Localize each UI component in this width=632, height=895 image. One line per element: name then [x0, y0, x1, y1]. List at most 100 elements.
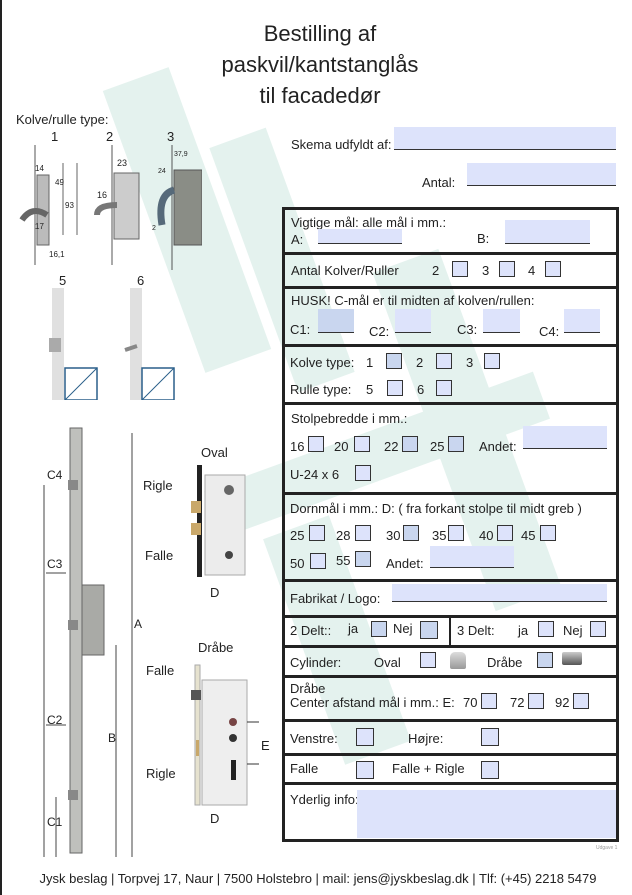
falle-rigle-checkbox[interactable]	[481, 761, 499, 779]
kolve-2-checkbox[interactable]	[436, 353, 452, 369]
title-line: paskvil/kantstanglås	[221, 52, 419, 77]
d-label: D	[210, 585, 220, 600]
info-textarea[interactable]	[357, 790, 616, 838]
option-label: 3	[466, 355, 474, 370]
roller-types-illustration	[49, 288, 175, 400]
option-label: 45	[521, 528, 536, 543]
dim-label: 17	[35, 222, 44, 231]
option-label: 50	[290, 556, 305, 571]
rulle-6-checkbox[interactable]	[436, 380, 452, 396]
count-4-checkbox[interactable]	[545, 261, 561, 277]
option-label: 70	[463, 695, 478, 710]
version-label: Udgave 1	[596, 845, 618, 851]
order-form-box	[282, 207, 619, 842]
split3-yes-checkbox[interactable]	[538, 621, 554, 637]
row-divider	[284, 719, 619, 722]
cylinder-drabe-checkbox[interactable]	[537, 652, 553, 668]
option-label: 20	[334, 439, 349, 454]
left-checkbox[interactable]	[356, 728, 374, 746]
c3-field[interactable]	[483, 309, 520, 333]
oval-label: Oval	[374, 655, 401, 670]
espagnolette-diagram	[43, 427, 133, 857]
diagram-label: C4	[47, 468, 63, 482]
c4-label: C4:	[539, 324, 560, 339]
backset-other-field[interactable]	[430, 546, 514, 568]
title-line: til facadedør	[259, 83, 381, 108]
dim-b-field[interactable]	[505, 220, 590, 244]
brand-label: Fabrikat / Logo:	[290, 591, 381, 606]
row-divider	[284, 675, 619, 678]
c1-field[interactable]	[318, 309, 354, 333]
backset-55-checkbox[interactable]	[355, 551, 371, 567]
c4-field[interactable]	[564, 309, 600, 333]
quantity-label: Antal:	[422, 175, 456, 190]
backset-28-checkbox[interactable]	[355, 525, 371, 541]
rigle-label: Rigle	[146, 766, 176, 781]
diagram-label: A	[134, 617, 143, 631]
falle-checkbox[interactable]	[356, 761, 374, 779]
option-label: 5	[366, 382, 374, 397]
brand-field[interactable]	[392, 584, 607, 602]
no-label: Nej	[563, 623, 583, 638]
post-22-checkbox[interactable]	[402, 436, 418, 452]
post-other-field[interactable]	[523, 426, 607, 449]
dim-label: 23	[117, 158, 128, 168]
dim-label: 16	[97, 190, 108, 200]
left-label: Venstre:	[290, 731, 338, 746]
backset-45-checkbox[interactable]	[540, 525, 556, 541]
count-2-checkbox[interactable]	[452, 261, 468, 277]
dim-label: 16,1	[49, 250, 65, 259]
split2-no-checkbox[interactable]	[420, 621, 438, 639]
dim-a-label: A:	[291, 232, 304, 247]
post-25-checkbox[interactable]	[448, 436, 464, 452]
types-heading: Kolve/rulle type:	[16, 112, 109, 127]
split3-no-checkbox[interactable]	[590, 621, 606, 637]
cylinder-oval-checkbox[interactable]	[420, 652, 436, 668]
option-label: 28	[336, 528, 351, 543]
rulle-5-checkbox[interactable]	[387, 380, 403, 396]
dim-a-field[interactable]	[318, 229, 402, 244]
falle-label: Falle	[146, 663, 175, 678]
count-3-checkbox[interactable]	[499, 261, 515, 277]
kolve-1-checkbox[interactable]	[386, 353, 402, 369]
c1-label: C1:	[290, 322, 311, 337]
center-70-checkbox[interactable]	[481, 693, 497, 709]
row-divider	[284, 402, 619, 405]
option-label: 22	[384, 439, 399, 454]
right-checkbox[interactable]	[481, 728, 499, 746]
footer-contact: Jysk beslag | Torpvej 17, Naur | 7500 Ho…	[39, 871, 597, 886]
option-label: 25	[430, 439, 445, 454]
dim-b-label: B:	[477, 231, 490, 246]
diagram-label: C2	[47, 713, 63, 727]
backset-30-checkbox[interactable]	[403, 525, 419, 541]
backset-35-checkbox[interactable]	[448, 525, 464, 541]
split2-yes-checkbox[interactable]	[371, 621, 387, 637]
option-label: 40	[479, 528, 494, 543]
filled-by-field[interactable]	[394, 127, 616, 150]
kolve-type-label: Kolve type:	[290, 355, 355, 370]
backset-heading: Dornmål i mm.: D: ( fra forkant stolpe t…	[290, 501, 582, 516]
type-number: 3	[167, 129, 175, 144]
post-u24-checkbox[interactable]	[355, 465, 371, 481]
diagram-label: C3	[47, 557, 63, 571]
option-label: 3	[482, 263, 490, 278]
backset-40-checkbox[interactable]	[497, 525, 513, 541]
option-label: 55	[336, 553, 351, 568]
post-16-checkbox[interactable]	[308, 436, 324, 452]
option-label: 1	[366, 355, 374, 370]
split2-label: 2 Delt::	[290, 623, 332, 638]
diagram-label: C1	[47, 815, 63, 829]
kolve-3-checkbox[interactable]	[484, 353, 500, 369]
backset-25-checkbox[interactable]	[309, 525, 325, 541]
center-72-checkbox[interactable]	[528, 693, 544, 709]
quantity-field[interactable]	[467, 163, 616, 186]
dim-label: 2	[152, 225, 156, 232]
e-label: E	[261, 738, 270, 753]
center-label: Center afstand mål i mm.: E:	[290, 695, 455, 710]
option-label: 16	[290, 439, 305, 454]
post-20-checkbox[interactable]	[354, 436, 370, 452]
backset-50-checkbox[interactable]	[310, 553, 326, 569]
c2-field[interactable]	[395, 309, 431, 333]
option-label: 2	[416, 355, 424, 370]
center-92-checkbox[interactable]	[573, 693, 589, 709]
